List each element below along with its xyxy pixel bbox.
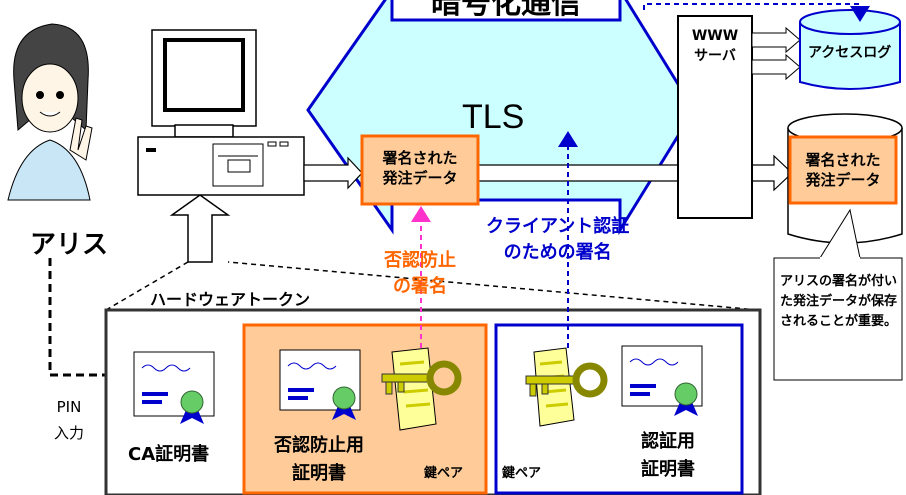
computer-icon — [137, 29, 305, 196]
callout-pointer — [819, 208, 861, 259]
stored-order-line2: 発注データ — [805, 171, 881, 189]
pin-connector — [48, 258, 106, 377]
signed-order-line1: 署名された — [382, 149, 458, 167]
non-repudiation-line2: の署名 — [393, 276, 447, 297]
client-auth-line2: のための署名 — [503, 242, 612, 263]
www-server-box — [677, 15, 753, 219]
auth-cert-label: 認証用 証明書 — [628, 428, 708, 484]
tunnel-title: 暗号化通信 — [431, 0, 581, 21]
signed-order-line2: 発注データ — [382, 169, 458, 187]
keypair-right-label: 鍵ペア — [502, 466, 542, 481]
callout-text: アリスの署名が付いた発注データが保存されることが重要。 — [780, 274, 898, 329]
auth-cert-icon — [621, 345, 703, 416]
stored-order-label: 署名された 発注データ — [790, 150, 896, 190]
www-server-line2: サーバ — [694, 48, 736, 64]
nr-cert-line2: 証明書 — [292, 463, 346, 484]
nr-cert-label: 否認防止用 証明書 — [254, 432, 384, 488]
client-auth-line1: クライアント認証 — [486, 216, 630, 237]
signed-order-box — [360, 134, 480, 206]
order-flow-arrow — [477, 154, 793, 192]
keypair-left-label: 鍵ペア — [424, 466, 464, 481]
nr-key-icon — [381, 347, 462, 431]
non-repudiation-line1: 否認防止 — [384, 250, 456, 271]
auth-key-icon — [525, 347, 608, 427]
auth-cert-line2: 証明書 — [641, 459, 695, 480]
token-to-computer-arrow — [169, 194, 231, 263]
ca-cert-icon — [133, 351, 215, 424]
tls-label: TLS — [462, 98, 525, 136]
non-repudiation-label: 否認防止 の署名 — [372, 248, 468, 300]
www-server-line1: WWW — [691, 28, 739, 44]
pin-label: PIN 入力 — [44, 394, 94, 446]
access-log-label: アクセスログ — [808, 45, 892, 61]
callout-box — [773, 257, 903, 381]
pin-line2: 入力 — [53, 424, 84, 442]
signed-order-label: 署名された 発注データ — [362, 148, 478, 188]
alice-label: アリス — [30, 230, 109, 260]
client-auth-label: クライアント認証 のための署名 — [486, 214, 629, 266]
ca-cert-label: CA証明書 — [128, 444, 210, 465]
pin-line1: PIN — [56, 398, 82, 416]
stored-order-line1: 署名された — [805, 151, 881, 169]
nr-cert-line1: 否認防止用 — [274, 435, 364, 456]
token-title: ハードウェアトークン — [150, 290, 311, 309]
nr-cert-icon — [279, 349, 361, 420]
www-server-label: WWW サーバ — [678, 26, 752, 66]
alice-avatar — [7, 23, 93, 201]
auth-cert-line1: 認証用 — [641, 431, 695, 452]
